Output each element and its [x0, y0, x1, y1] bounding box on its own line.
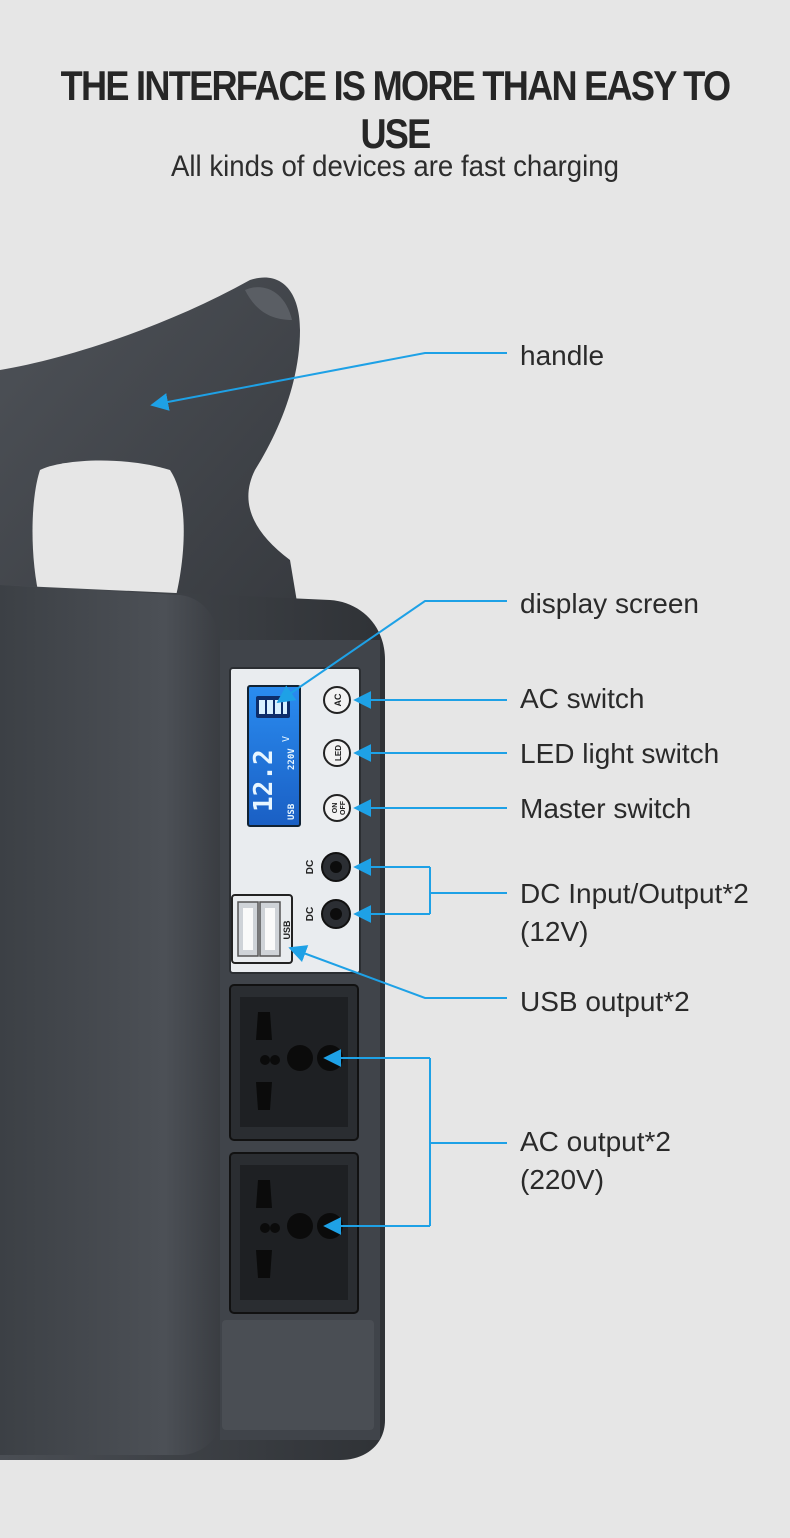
led-switch-label: LED light switch: [520, 738, 720, 769]
control-panel: 12.2 V USB 220V AC LED ON OFF DC DC: [229, 667, 361, 974]
led-button-label: LED: [334, 745, 343, 761]
handle-label: handle: [520, 340, 605, 371]
ac-socket-2[interactable]: [229, 1152, 359, 1314]
usb-ports[interactable]: USB: [231, 894, 293, 964]
off-button-label: OFF: [340, 800, 347, 815]
ac-socket-1[interactable]: [229, 984, 359, 1141]
ac-output-label-line2: (220V): [520, 1164, 605, 1195]
dc-io-label: DC Input/Output*2 (12V): [520, 875, 749, 951]
display-callout-line: [276, 600, 507, 704]
display-unit: V: [281, 736, 292, 742]
ac-switch-button[interactable]: AC: [323, 686, 351, 714]
ac-button-label: AC: [333, 693, 343, 706]
page-title: THE INTERFACE IS MORE THAN EASY TO USE: [60, 62, 731, 157]
dc-io-label-line1: DC Input/Output*2: [520, 878, 749, 909]
ac-output-label-line1: AC output*2: [520, 1126, 671, 1157]
display-screen: 12.2 V USB 220V: [247, 685, 301, 827]
display-voltage: 220V: [287, 748, 297, 770]
dc-io-label-line2: (12V): [520, 916, 589, 947]
dc-label-1: DC: [305, 860, 316, 874]
dc-port-2[interactable]: DC: [305, 899, 351, 929]
display-screen-label: display screen: [520, 588, 699, 619]
page-subtitle: All kinds of devices are fast charging: [171, 150, 619, 183]
display-reading: 12.2: [249, 749, 279, 812]
on-button-label: ON: [332, 803, 339, 814]
usb-output-label: USB output*2: [520, 986, 690, 1017]
dc-label-2: DC: [305, 907, 316, 921]
usb-callout-line: [288, 945, 507, 999]
ac-switch-label: AC switch: [520, 683, 645, 714]
handle-callout-line: [150, 352, 507, 411]
usb-label: USB: [282, 920, 292, 940]
master-switch-button[interactable]: ON OFF: [323, 794, 351, 822]
display-usb: USB: [287, 803, 297, 820]
callout-lines: [150, 352, 507, 1235]
master-switch-label: Master switch: [520, 793, 692, 824]
handle: [0, 277, 300, 620]
ac-output-label: AC output*2 (220V): [520, 1123, 671, 1199]
dc-port-1[interactable]: DC: [305, 852, 351, 882]
led-switch-button[interactable]: LED: [323, 739, 351, 767]
